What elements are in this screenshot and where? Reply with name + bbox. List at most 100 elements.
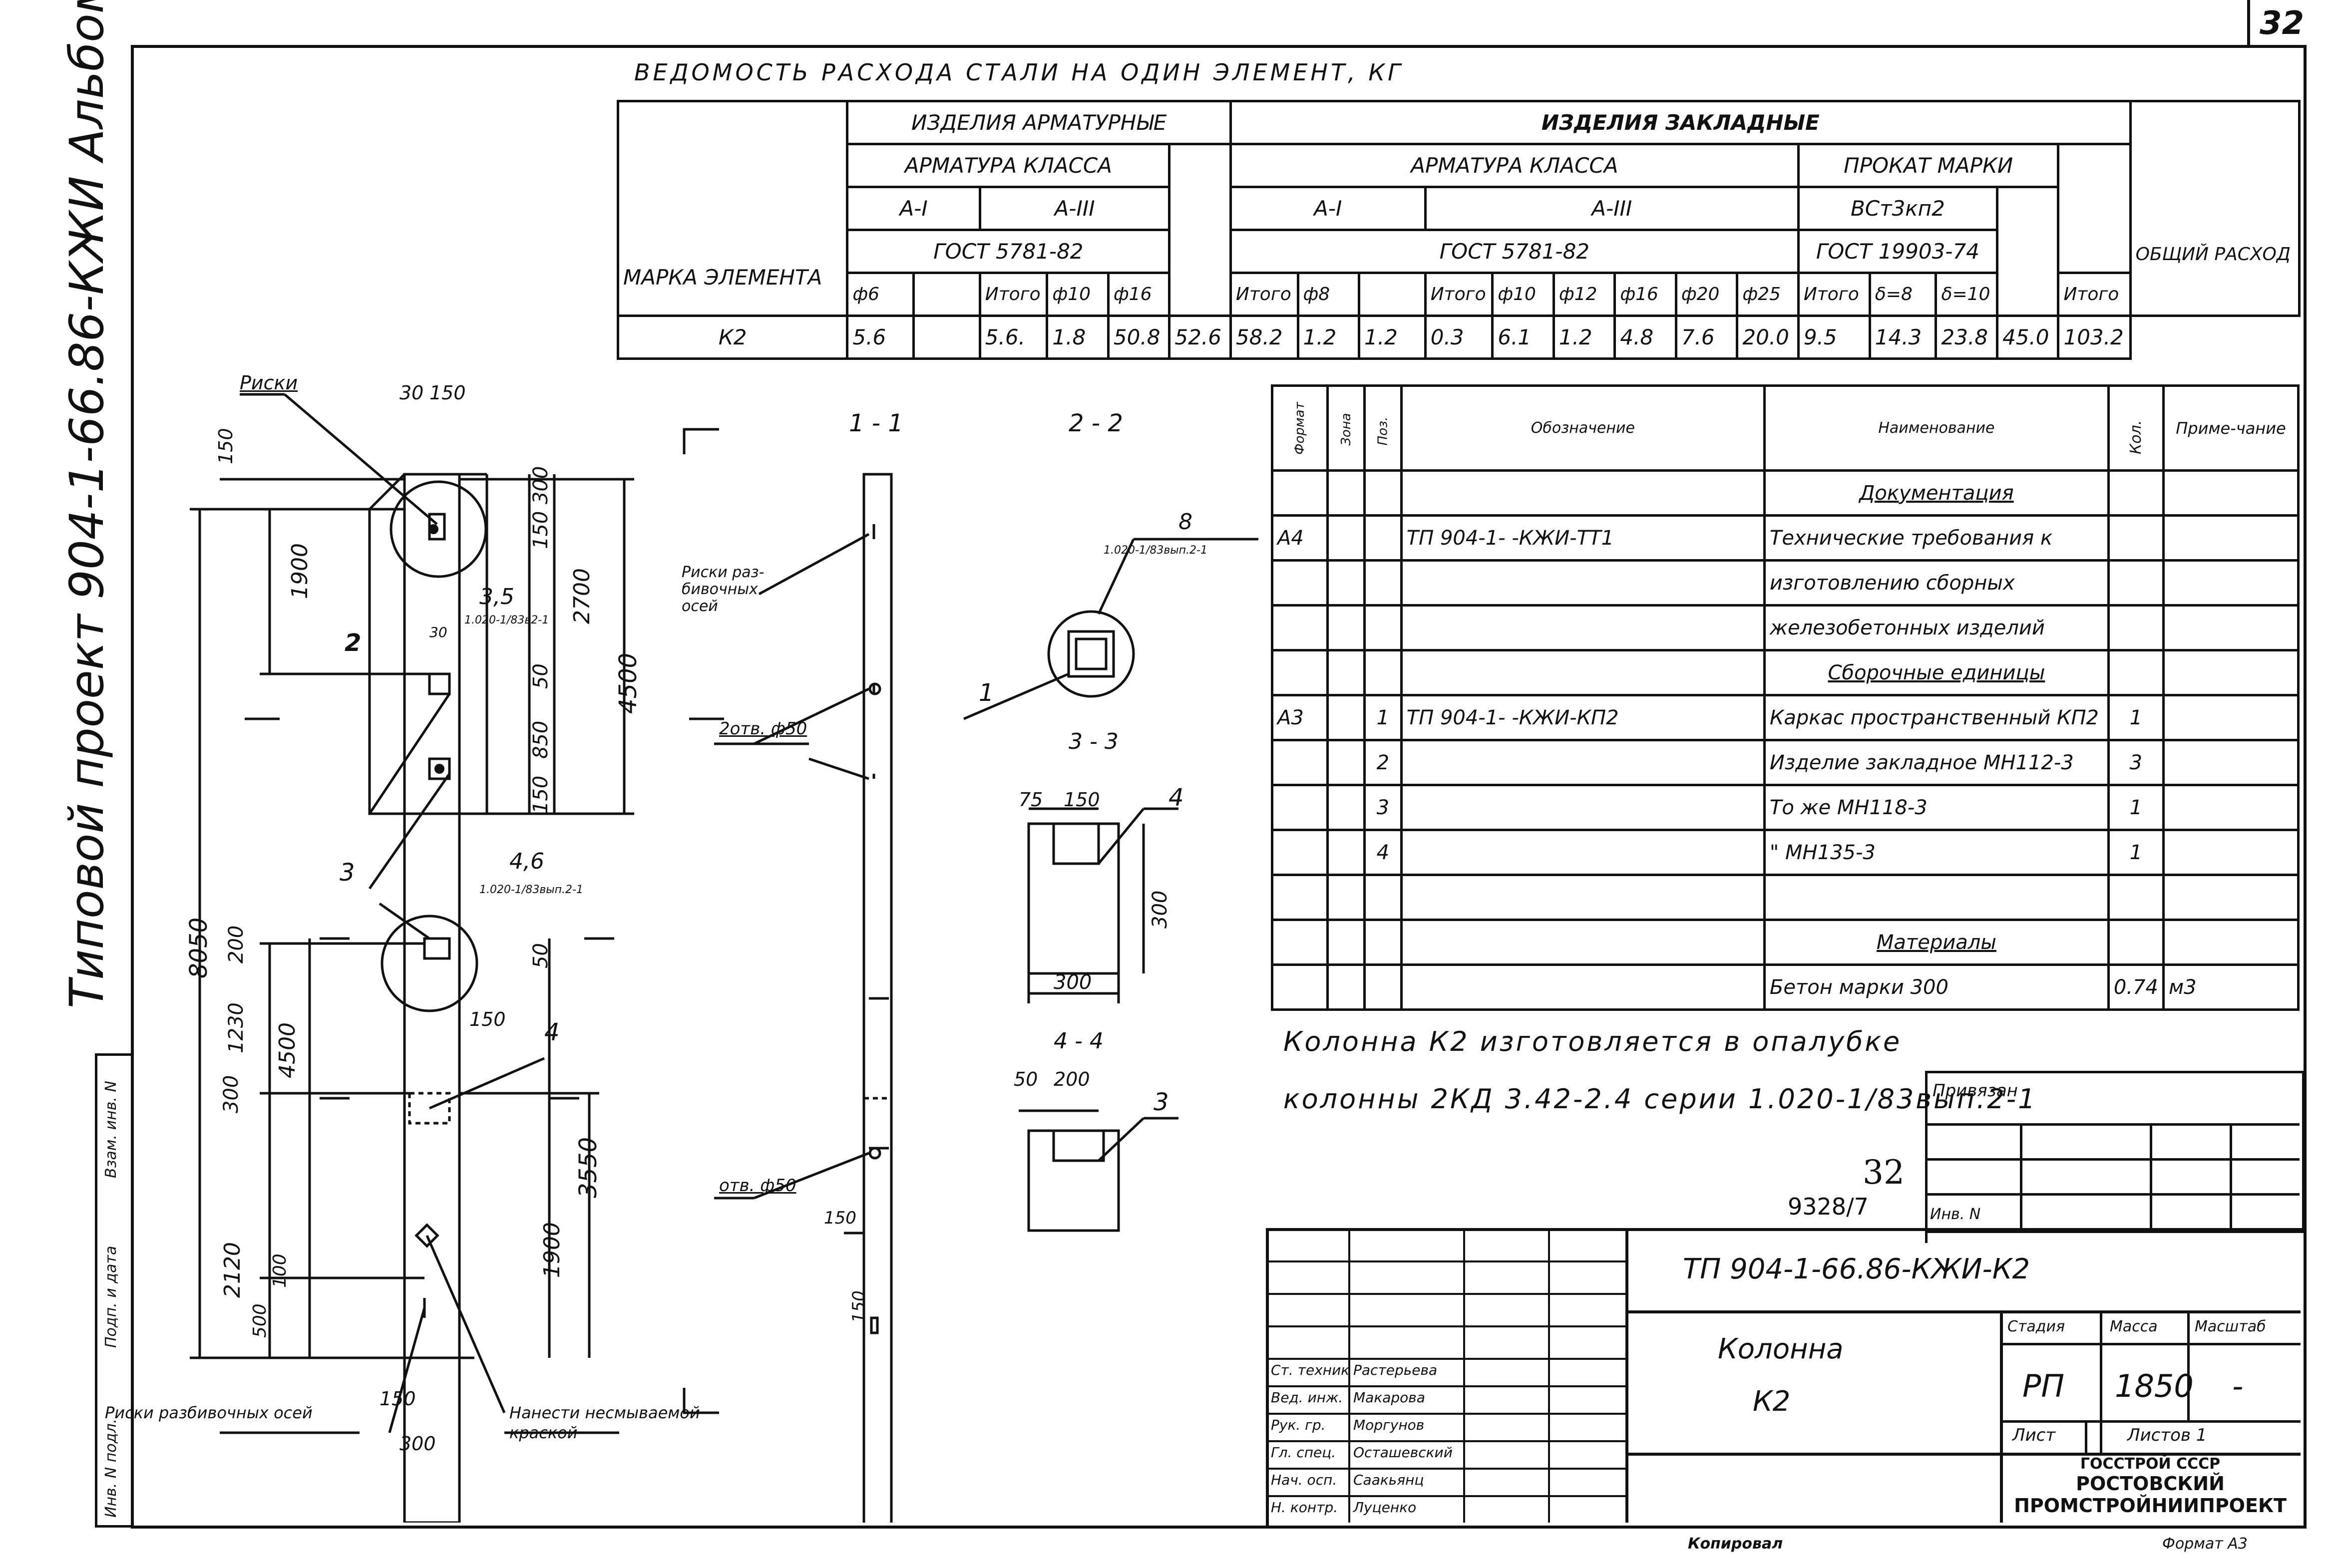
scale-label: Масштаб — [2195, 1318, 2266, 1335]
cell: 45.0 — [1995, 314, 2060, 360]
spec-name: Технические требования к — [1763, 514, 2110, 562]
section-1-1 — [862, 473, 893, 1523]
section-1-1-label: 1 - 1 — [849, 409, 903, 437]
hdr-format: Формат — [1292, 401, 1307, 455]
spec-format: А4 — [1271, 514, 1329, 562]
spec-pos: 1 — [1363, 694, 1403, 741]
spec-designation — [1400, 649, 1766, 696]
spec-note — [2162, 559, 2300, 607]
col-header: Итого — [1424, 272, 1494, 317]
dim-300d: 300 — [1149, 890, 1171, 929]
dim-150e: 150 — [380, 1388, 416, 1410]
spec-name: То же МН118-3 — [1763, 784, 2110, 831]
spec-pos — [1363, 874, 1403, 921]
title-block — [1266, 1228, 2307, 1529]
col-header: ф10 — [1046, 272, 1110, 317]
spec-zone — [1326, 649, 1366, 696]
spec-note — [2162, 784, 2300, 831]
dim-2700: 2700 — [569, 568, 595, 624]
cell: 4.8 — [1613, 314, 1677, 360]
spec-zone — [1326, 919, 1366, 966]
ref-46: 1.020-1/83вып.2-1 — [479, 884, 583, 896]
item-mark: К2 — [1753, 1385, 1791, 1418]
spec-pos: 2 — [1363, 739, 1403, 786]
dim-150b: 150 — [529, 511, 552, 549]
hdr-name: Наименование — [1763, 384, 2110, 472]
hdr-qty: Кол. — [2127, 420, 2145, 455]
table-row — [1271, 874, 2300, 921]
spec-designation: ТП 904-1- -КЖИ-ТТ1 — [1400, 514, 1766, 562]
mass-label: Масса — [2110, 1318, 2158, 1335]
dim-150a: 150 — [215, 428, 237, 464]
dim-100: 100 — [270, 1254, 290, 1288]
label-riski: Риски — [240, 372, 298, 394]
cell: 7.6 — [1674, 314, 1739, 360]
rebar-class-header-1: АРМАТУРА КЛАССА — [846, 143, 1171, 188]
org-3: ПРОМСТРОЙНИИПРОЕКТ — [2014, 1495, 2287, 1517]
col-header — [912, 272, 981, 317]
section-3-3-label: 3 - 3 — [1069, 729, 1119, 754]
spec-name: Материалы — [1763, 919, 2110, 966]
signer-role: Вед. инж. — [1271, 1389, 1343, 1406]
cell: 58.2 — [1229, 314, 1299, 360]
section-2-2-detail — [1027, 822, 1120, 975]
table-row: железобетонных изделий — [1271, 604, 2300, 651]
dim-150d: 150 — [469, 1008, 506, 1030]
dim-46: 4,6 — [509, 849, 544, 874]
section-2-2-label: 2 - 2 — [1069, 409, 1123, 437]
signer-role: Нач. осп. — [1271, 1472, 1337, 1488]
spec-name: Бетон марки 300 — [1763, 963, 2110, 1011]
spec-designation — [1400, 829, 1766, 876]
side-stamp-2: Подп. и дата — [102, 1246, 120, 1348]
class-a1-1: А-I — [846, 186, 981, 231]
gost-rebar-2: ГОСТ 5781-82 — [1229, 229, 1800, 274]
col-header: Итого — [978, 272, 1049, 317]
label-riski-bottom: Риски разбивочных осей — [105, 1403, 313, 1422]
dim-300e: 300 — [1054, 971, 1092, 994]
dim-30: 30 — [399, 382, 424, 404]
column-drawing — [190, 393, 1258, 1523]
stage-value: РП — [2022, 1368, 2065, 1404]
row-mark: К2 — [616, 314, 849, 360]
spec-designation — [1400, 739, 1766, 786]
steel-statement-title: ВЕДОМОСТЬ РАСХОДА СТАЛИ НА ОДИН ЭЛЕМЕНТ,… — [634, 59, 1404, 86]
side-stamp-1: Инв. N подл. — [102, 1418, 120, 1518]
col-header: δ=10 — [1935, 272, 1998, 317]
hdr-note: Приме-чание — [2162, 384, 2300, 472]
spec-pos — [1363, 919, 1403, 966]
class-a3-2: А-III — [1424, 186, 1800, 231]
label-riski-axes: Риски раз-бивочных осей — [682, 564, 765, 615]
spec-note — [2162, 469, 2300, 517]
spec-format — [1271, 739, 1329, 786]
spec-qty: 0.74 — [2107, 963, 2165, 1011]
album-title: Типовой проект 904-1-66.86-КЖИ Альбом 7 — [60, 0, 114, 1008]
spec-zone — [1326, 829, 1366, 876]
dim-150f: 150 — [1064, 789, 1100, 811]
class-a3-1: А-III — [978, 186, 1171, 231]
spec-zone — [1326, 739, 1366, 786]
spec-zone — [1326, 874, 1366, 921]
signer-name: Макарова — [1353, 1389, 1425, 1406]
table-row: Сборочные единицы — [1271, 649, 2300, 696]
spec-designation — [1400, 919, 1766, 966]
mark-header: МАРКА ЭЛЕМЕНТА — [616, 100, 849, 317]
spec-qty — [2107, 604, 2165, 651]
spec-designation: ТП 904-1- -КЖИ-КП2 — [1400, 694, 1766, 741]
dim-300c: 300 — [399, 1433, 436, 1455]
table-row: Материалы — [1271, 919, 2300, 966]
specification-table: Формат Зона Поз. Обозначение Наименовани… — [1271, 384, 2300, 1011]
signer-role: Рук. гр. — [1271, 1417, 1326, 1433]
mark-1: 1 — [979, 679, 994, 707]
dim-50: 50 — [529, 663, 552, 689]
gost-rebar-1: ГОСТ 5781-82 — [846, 229, 1171, 274]
dim-8050: 8050 — [185, 917, 213, 978]
stage-label: Стадия — [2007, 1318, 2065, 1335]
org-1: ГОССТРОЙ СССР — [2080, 1455, 2221, 1473]
spec-format — [1271, 919, 1329, 966]
cell: 1.8 — [1046, 314, 1110, 360]
dim-1900b: 1900 — [539, 1222, 565, 1278]
table-row: Документация — [1271, 469, 2300, 517]
cell: 1.2 — [1552, 314, 1616, 360]
